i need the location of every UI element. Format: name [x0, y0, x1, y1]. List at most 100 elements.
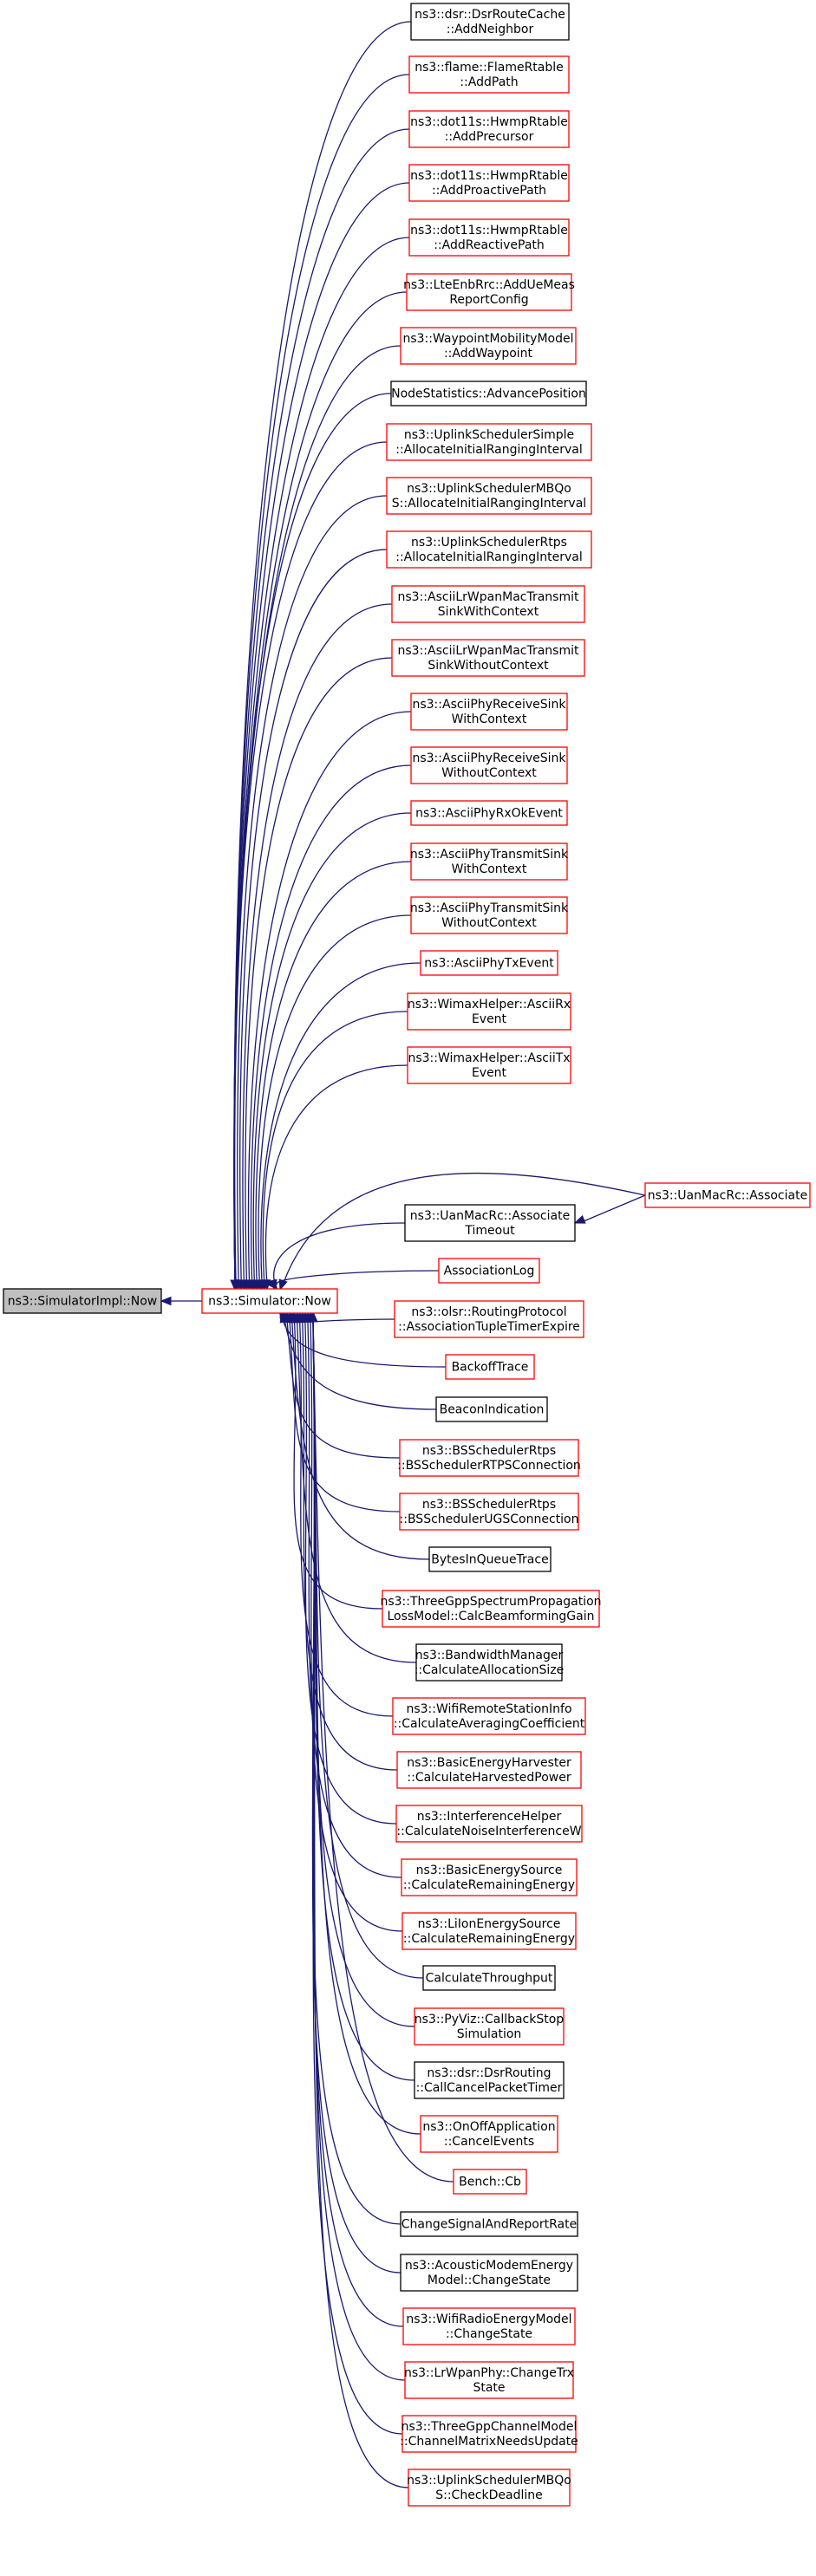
- node-box: [395, 1805, 583, 1843]
- node-nodestatistics-advanceposition[interactable]: NodeStatistics::AdvancePosition: [390, 381, 587, 407]
- node-ns3-asciiphyrxokevent[interactable]: ns3::AsciiPhyRxOkEvent: [410, 800, 568, 826]
- node-bench-cb[interactable]: Bench::Cb: [453, 2169, 527, 2195]
- node-ns3-uplinkschedulersimple-allocateinitialranginginterval[interactable]: ns3::UplinkSchedulerSimple::AllocateInit…: [386, 423, 592, 461]
- node-label-line: ReportConfig: [449, 293, 528, 307]
- node-label-line: ::AddNeighbor: [447, 23, 534, 36]
- call-edge-arrowhead: [278, 1278, 288, 1291]
- node-box: [408, 2469, 571, 2507]
- node-bytesinqueuetrace[interactable]: BytesInQueueTrace: [428, 1546, 552, 1572]
- node-ns3-asciiphytxevent[interactable]: ns3::AsciiPhyTxEvent: [420, 950, 558, 976]
- node-ns3-bsschedulerrtps-bsschedulerrtpsconnection[interactable]: ns3::BSSchedulerRtps::BSSchedulerRTPSCon…: [397, 1439, 581, 1477]
- node-label-line: ns3::LrWpanPhy::ChangeTrx: [404, 2366, 574, 2380]
- node-box: [410, 3, 570, 41]
- node-ns3-basicenergyharvester-calculateharvestedpower[interactable]: ns3::BasicEnergyHarvester::CalculateHarv…: [396, 1751, 582, 1789]
- node-label-line: ::CalculateAveragingCoefficient: [394, 1717, 585, 1731]
- node-backofftrace[interactable]: BackoffTrace: [445, 1354, 535, 1380]
- call-edge-ns3-uplinkschedulersimple-allocateinitialranginginterval: [234, 441, 388, 1285]
- call-edge-ns3-asciiphytxevent: [260, 962, 421, 1285]
- node-label-line: Event: [472, 1012, 507, 1026]
- node-label-line: ::AddProactivePath: [432, 184, 546, 198]
- node-changesignalandreportrate[interactable]: ChangeSignalAndReportRate: [400, 2211, 578, 2237]
- node-ns3-basicenergysource-calculateremainingenergy[interactable]: ns3::BasicEnergySource::CalculateRemaini…: [401, 1858, 578, 1896]
- node-label-line: ns3::ThreeGppSpectrumPropagation: [380, 1595, 601, 1609]
- node-calculatethroughput[interactable]: CalculateThroughput: [422, 1965, 556, 1991]
- node-label-line: Bench::Cb: [459, 2176, 521, 2189]
- node-uanmacrc-associate[interactable]: ns3::UanMacRc::Associate: [644, 1182, 811, 1208]
- node-label-line: ns3::OnOffApplication: [422, 2120, 555, 2134]
- node-ns3-olsr-routingprotocol-associationtupletimerexpire[interactable]: ns3::olsr::RoutingProtocol::AssociationT…: [394, 1300, 584, 1338]
- node-ns3-onoffapplication-cancelevents[interactable]: ns3::OnOffApplication::CancelEvents: [420, 2115, 558, 2153]
- call-edge-arrowhead: [267, 1278, 278, 1291]
- node-ns3-dot11s-hwmprtable-addreactivepath[interactable]: ns3::dot11s::HwmpRtable::AddReactivePath: [408, 218, 570, 257]
- node-ns3-uplinkschedulerrtps-allocateinitialranginginterval[interactable]: ns3::UplinkSchedulerRtps::AllocateInitia…: [386, 530, 592, 569]
- node-ns3-dsr-dsrrouting-callcancelpackettimer[interactable]: ns3::dsr::DsrRouting::CallCancelPacketTi…: [414, 2061, 565, 2099]
- node-label-line: ::CallCancelPacketTimer: [416, 2081, 563, 2095]
- node-label-line: ns3::InterferenceHelper: [417, 1810, 562, 1824]
- call-edge-ns3-wimaxhelper-asciirxevent: [262, 1011, 408, 1285]
- node-label-line: ns3::PyViz::CallbackStop: [415, 2013, 565, 2026]
- call-edge-bench-cb: [312, 1317, 454, 2182]
- node-label-line: ::AddPrecursor: [445, 130, 534, 144]
- node-box: [408, 110, 570, 148]
- call-edge-ns3-onoffapplication-cancelevents: [312, 1317, 421, 2135]
- node-ns3-uplinkschedulermbqos-allocateinitialranginginterval[interactable]: ns3::UplinkSchedulerMBQoS::AllocateIniti…: [386, 477, 592, 515]
- node-box: [438, 1258, 540, 1284]
- node-ns3-wifiremotestationinfo-calculateaveragingcoefficient[interactable]: ns3::WifiRemoteStationInfo::CalculateAve…: [392, 1697, 586, 1735]
- node-ns3-dot11s-hwmprtable-addproactivepath[interactable]: ns3::dot11s::HwmpRtable::AddProactivePat…: [408, 164, 570, 202]
- call-edge-ns3-asciilrwpanmactransmitsinkwithcontext: [242, 603, 393, 1285]
- node-label-line: ns3::dot11s::HwmpRtable: [410, 169, 568, 183]
- node-simulatorimpl-now[interactable]: ns3::SimulatorImpl::Now: [3, 1288, 162, 1314]
- node-ns3-asciilrwpanmactransmitsinkwithcontext[interactable]: ns3::AsciiLrWpanMacTransmitSinkWithConte…: [391, 585, 585, 623]
- node-ns3-asciilrwpanmactransmitsinkwithoutcontext[interactable]: ns3::AsciiLrWpanMacTransmitSinkWithoutCo…: [391, 639, 585, 677]
- call-edge-uanmacrc-associate-to-timeout: [583, 1194, 646, 1222]
- node-associationlog[interactable]: AssociationLog: [438, 1258, 540, 1284]
- node-label-line: NodeStatistics::AdvancePosition: [391, 387, 586, 401]
- node-label-line: ns3::AcousticModemEnergy: [405, 2259, 573, 2273]
- node-ns3-dot11s-hwmprtable-addprecursor[interactable]: ns3::dot11s::HwmpRtable::AddPrecursor: [408, 110, 570, 148]
- node-label-line: ns3::AsciiPhyReceiveSink: [412, 751, 566, 765]
- node-label-line: S::AllocateInitialRangingInterval: [392, 497, 586, 511]
- node-ns3-dsr-dsrroutecache-addneighbor[interactable]: ns3::dsr::DsrRouteCache::AddNeighbor: [410, 3, 570, 41]
- node-simulator-now[interactable]: ns3::Simulator::Now: [201, 1288, 338, 1314]
- node-box: [420, 950, 558, 976]
- node-label-line: ChangeSignalAndReportRate: [401, 2218, 577, 2232]
- node-box: [410, 842, 568, 881]
- node-label-line: ns3::WaypointMobilityModel: [402, 332, 573, 346]
- node-label-line: ns3::AsciiPhyRxOkEvent: [415, 807, 563, 821]
- node-label-line: ::AddPath: [460, 75, 518, 89]
- node-ns3-bandwidthmanager-calculateallocationsize[interactable]: ns3::BandwidthManager::CalculateAllocati…: [415, 1643, 565, 1682]
- node-ns3-wifiradioenergymodel-changestate[interactable]: ns3::WifiRadioEnergyModel::ChangeState: [402, 2307, 576, 2345]
- node-box: [408, 218, 570, 257]
- node-ns3-waypointmobilitymodel-addwaypoint[interactable]: ns3::WaypointMobilityModel::AddWaypoint: [400, 327, 577, 365]
- node-label-line: ns3::BasicEnergyHarvester: [407, 1756, 571, 1770]
- node-ns3-threegppspectrumpropagationlossmodel-calcbeamforminggain[interactable]: ns3::ThreeGppSpectrumPropagationLossMode…: [380, 1590, 602, 1628]
- node-ns3-bsschedulerrtps-bsschedulerugsconnection[interactable]: ns3::BSSchedulerRtps::BSSchedulerUGSConn…: [399, 1493, 579, 1531]
- node-box: [400, 2211, 578, 2237]
- node-label-line: ns3::dsr::DsrRouting: [427, 2066, 551, 2080]
- node-ns3-interferencehelper-calculatenoiseinterferencew[interactable]: ns3::InterferenceHelper::CalculateNoiseI…: [395, 1805, 583, 1843]
- node-box: [410, 746, 568, 784]
- node-label-line: WithoutContext: [441, 916, 537, 930]
- call-edge-ns3-wifiremotestationinfo-calculateaveragingcoefficient: [298, 1317, 394, 1717]
- node-label-line: SinkWithContext: [438, 605, 539, 619]
- node-ns3-liionenergysource-calculateremainingenergy[interactable]: ns3::LiIonEnergySource::CalculateRemaini…: [401, 1912, 577, 1950]
- node-label-line: ns3::WifiRemoteStationInfo: [406, 1702, 571, 1716]
- node-ns3-flame-flamertable-addpath[interactable]: ns3::flame::FlameRtable::AddPath: [408, 55, 570, 94]
- node-ns3-threegppchannelmodel-channelmatrixneedsupdate[interactable]: ns3::ThreeGppChannelModel::ChannelMatrix…: [400, 2415, 578, 2453]
- node-beaconindication[interactable]: BeaconIndication: [435, 1396, 548, 1422]
- node-ns3-acousticmodemenergymodel-changestate[interactable]: ns3::AcousticModemEnergyModel::ChangeSta…: [400, 2254, 578, 2292]
- node-label-line: WithContext: [452, 862, 527, 876]
- node-box: [435, 1396, 548, 1422]
- node-label-line: ns3::UanMacRc::Associate: [410, 1209, 570, 1223]
